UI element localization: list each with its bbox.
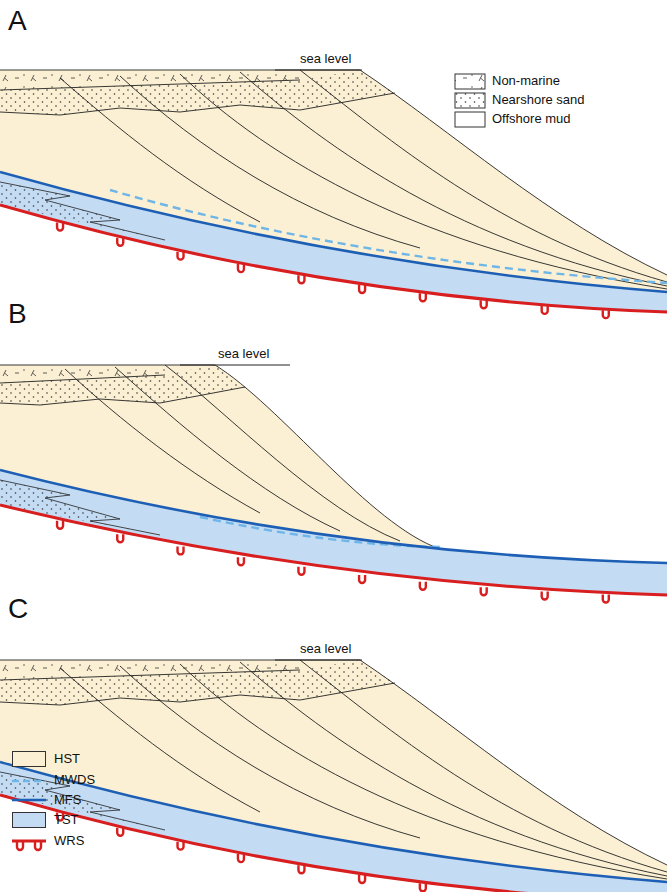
legend-text: Nearshore sand (492, 93, 585, 107)
wrs-tooth (238, 557, 244, 565)
wrs-tooth (542, 306, 548, 314)
wrs-tooth (481, 300, 487, 308)
wrs-tooth (359, 875, 365, 883)
wrs-tooth (57, 223, 63, 231)
panel-letter: C (8, 594, 28, 625)
wrs-tooth (359, 575, 365, 583)
wrs-tooth (178, 546, 184, 554)
wrs-tooth (178, 252, 184, 260)
legend-text: WRS (54, 834, 84, 848)
wrs-tooth (420, 582, 426, 590)
wrs-tooth (542, 592, 548, 600)
legend-text: HST (54, 752, 80, 766)
legend-text: Offshore mud (492, 112, 571, 126)
wrs-tooth (481, 587, 487, 595)
panel-letter: A (8, 6, 27, 37)
wrs-tooth (359, 285, 365, 293)
wrs-tooth (117, 828, 123, 836)
wrs-tooth (57, 521, 63, 529)
wrs-tooth (238, 854, 244, 862)
wrs-tooth (178, 842, 184, 850)
legend-swatch (12, 751, 46, 767)
legend-swatch (12, 812, 46, 828)
wrs-tooth (298, 567, 304, 575)
wrs-tooth (420, 293, 426, 301)
panel-letter: B (8, 299, 27, 330)
wrs-tooth (603, 594, 609, 602)
sea-level-label: sea level (300, 642, 351, 656)
wrs-tooth (603, 310, 609, 318)
sea-level-label: sea level (218, 347, 269, 361)
wrs-tooth (17, 842, 23, 850)
sea-level-label: sea level (300, 52, 351, 66)
legend-text: MWDS (54, 773, 95, 787)
wrs-tooth (238, 264, 244, 272)
wrs-tooth (420, 883, 426, 891)
wrs-tooth (298, 865, 304, 873)
legend-text: Non-marine (492, 74, 560, 88)
wrs-tooth (35, 842, 41, 850)
legend-text: TST (54, 813, 79, 827)
wrs-tooth (117, 534, 123, 542)
wrs-tooth (298, 275, 304, 283)
legend-text: MFS (54, 793, 81, 807)
wrs-tooth (117, 238, 123, 246)
